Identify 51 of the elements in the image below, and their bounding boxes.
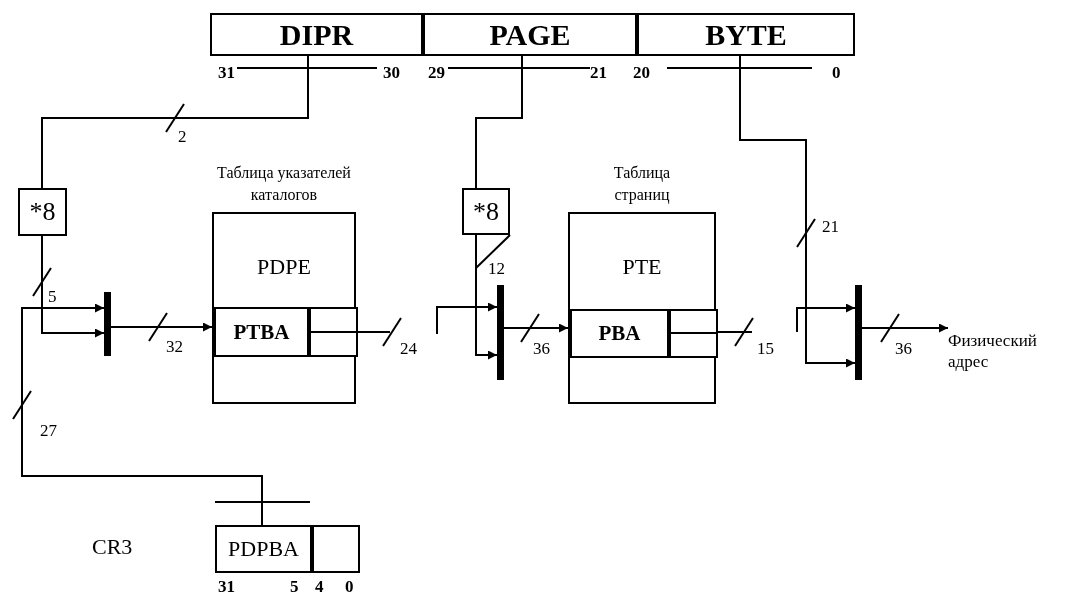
multiplier-box: *8	[18, 188, 67, 236]
bit-number: 31	[218, 578, 235, 595]
connector-line	[41, 235, 105, 338]
bit-number: 0	[345, 578, 354, 595]
connector-line	[739, 55, 856, 368]
connector-line	[475, 234, 498, 360]
connector-line	[503, 323, 569, 333]
connector-line	[475, 55, 523, 189]
bus-width-label: 27	[40, 422, 57, 439]
bus-width-label: 2	[178, 128, 187, 145]
bit-number: 5	[290, 578, 299, 595]
bus-width-label: 36	[895, 340, 912, 357]
address-field: PAGE	[423, 13, 637, 56]
adder-bar	[855, 285, 862, 380]
connector-line	[110, 322, 213, 332]
address-field: DIPR	[210, 13, 423, 56]
bus-width-label: 12	[488, 260, 505, 277]
connector-line	[21, 303, 263, 526]
bus-width-label: 24	[400, 340, 417, 357]
bus-width-label: 15	[757, 340, 774, 357]
bit-number: 0	[832, 64, 841, 81]
adder-bar	[104, 292, 111, 356]
bit-number: 29	[428, 64, 445, 81]
bus-width-label: 21	[822, 218, 839, 235]
register-field: PDPBA	[215, 525, 312, 573]
flag-field	[309, 307, 358, 357]
bus-width-label: 36	[533, 340, 550, 357]
connector-line	[41, 55, 309, 189]
flag-field	[312, 525, 360, 573]
address-field: BYTE	[637, 13, 855, 56]
bus-width-label: 5	[48, 288, 57, 305]
connector-line	[861, 323, 949, 333]
bit-number: 30	[383, 64, 400, 81]
table-heading: Таблица указателей каталогов	[216, 163, 352, 205]
base-address-field: PBA	[570, 309, 669, 358]
bit-number: 31	[218, 64, 235, 81]
register-name: CR3	[92, 536, 133, 558]
table-entry-label: PTE	[621, 256, 663, 278]
connector-line	[436, 302, 498, 335]
base-address-field: PTBA	[214, 307, 309, 357]
bit-number: 4	[315, 578, 324, 595]
connector-line	[796, 303, 856, 333]
bit-number: 20	[633, 64, 650, 81]
flag-field	[669, 309, 718, 358]
output-label: Физический адрес	[948, 330, 1066, 372]
bit-number: 21	[590, 64, 607, 81]
bus-width-label: 32	[166, 338, 183, 355]
adder-bar	[497, 285, 504, 380]
multiplier-box: *8	[462, 188, 510, 235]
table-heading: Таблица страниц	[612, 163, 672, 206]
table-entry-label: PDPE	[256, 256, 312, 278]
